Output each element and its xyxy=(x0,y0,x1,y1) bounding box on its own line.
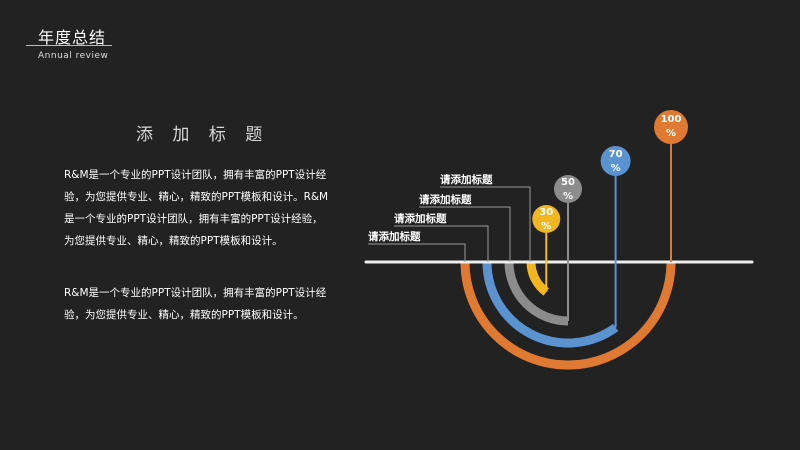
label-connector xyxy=(368,243,466,262)
value-bubble xyxy=(600,146,631,176)
item-label: 请添加标题 xyxy=(368,230,421,243)
value-percent-sign: % xyxy=(541,221,551,232)
arc-70 xyxy=(482,261,619,348)
arc-group xyxy=(460,261,676,370)
label-connector xyxy=(394,225,489,262)
label-connector xyxy=(419,206,511,262)
body-paragraph-1: R&M是一个专业的PPT设计团队，拥有丰富的PPT设计经验，为您提供专业、精心，… xyxy=(64,169,329,247)
value-percent-sign: % xyxy=(666,128,676,139)
stem-group: 100% 70% 50% 30% xyxy=(532,110,688,328)
label-connector xyxy=(440,186,531,262)
value-percent-sign: % xyxy=(563,191,573,202)
value-bubble xyxy=(532,205,561,233)
arc-50 xyxy=(504,261,569,326)
header-title: 年度总结 xyxy=(38,28,107,47)
value-number: 30 xyxy=(539,207,553,218)
item-label: 请添加标题 xyxy=(419,193,472,206)
value-number: 50 xyxy=(561,177,575,188)
value-bubble xyxy=(554,175,582,203)
value-number: 100 xyxy=(661,114,682,125)
section-title: 添 加 标 题 xyxy=(136,125,270,145)
item-label: 请添加标题 xyxy=(440,173,493,186)
value-bubble xyxy=(654,110,688,144)
item-label: 请添加标题 xyxy=(394,212,447,225)
value-number: 70 xyxy=(609,149,623,160)
header-divider xyxy=(26,45,112,46)
arc-30 xyxy=(526,261,550,296)
value-percent-sign: % xyxy=(611,163,621,174)
header-subtitle: Annual review xyxy=(38,51,109,61)
arc-100 xyxy=(460,261,676,370)
body-paragraph-2: R&M是一个专业的PPT设计团队，拥有丰富的PPT设计经验，为您提供专业、精心，… xyxy=(64,287,327,321)
